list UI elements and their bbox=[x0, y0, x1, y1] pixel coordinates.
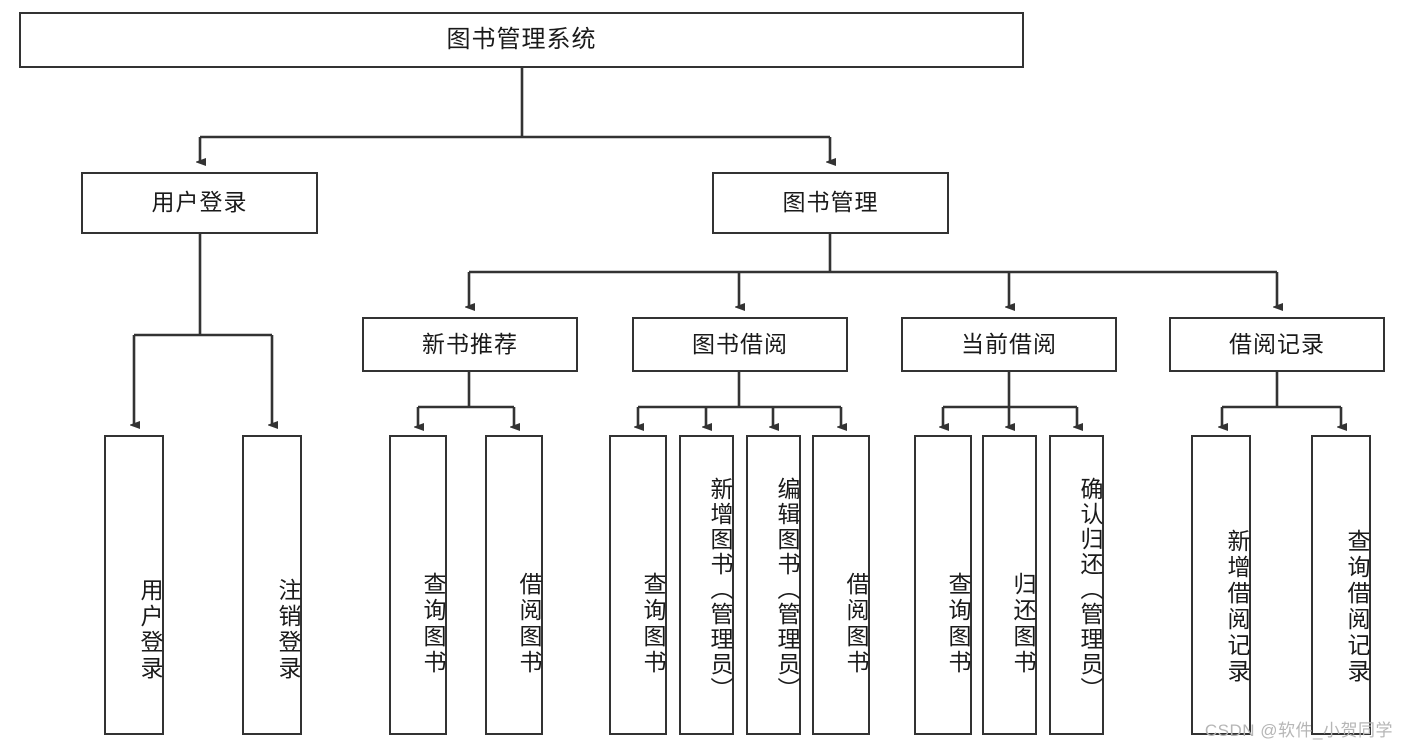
leaf-current-borrow-query-book[interactable]: 查询图书 bbox=[914, 435, 972, 735]
node-root-book-management-system[interactable]: 图书管理系统 bbox=[19, 12, 1024, 68]
node-label: 图书管理 bbox=[782, 189, 879, 216]
node-label: 图书借阅 bbox=[692, 330, 788, 357]
leaf-book-borrow-query-book[interactable]: 查询图书 bbox=[609, 435, 667, 735]
leaf-borrow-records-add-record[interactable]: 新增借阅记录 bbox=[1191, 435, 1251, 735]
node-label: 当前借阅 bbox=[961, 330, 1057, 357]
node-label: 确认归还（管理员） bbox=[1077, 476, 1103, 702]
node-label: 查询图书 bbox=[640, 572, 666, 676]
csdn-watermark: CSDN @软件_小贺同学 bbox=[1204, 721, 1393, 740]
node-label: 归还图书 bbox=[1010, 572, 1036, 676]
node-borrow-records[interactable]: 借阅记录 bbox=[1169, 317, 1385, 372]
leaf-user-login-logout[interactable]: 注销登录 bbox=[242, 435, 302, 735]
leaf-book-borrow-borrow-book[interactable]: 借阅图书 bbox=[812, 435, 870, 735]
leaf-new-book-query-book[interactable]: 查询图书 bbox=[389, 435, 447, 735]
leaf-current-borrow-return-book[interactable]: 归还图书 bbox=[982, 435, 1037, 735]
leaf-book-borrow-edit-book-admin[interactable]: 编辑图书（管理员） bbox=[746, 435, 801, 735]
node-label: 借阅记录 bbox=[1229, 330, 1325, 357]
node-label: 注销登录 bbox=[275, 578, 301, 682]
node-label: 图书管理系统 bbox=[446, 25, 597, 53]
node-label: 用户登录 bbox=[151, 189, 248, 216]
leaf-new-book-borrow-book[interactable]: 借阅图书 bbox=[485, 435, 543, 735]
node-label: 查询图书 bbox=[945, 572, 971, 676]
node-label: 新增图书（管理员） bbox=[707, 476, 733, 702]
node-user-login[interactable]: 用户登录 bbox=[81, 172, 318, 234]
node-book-management[interactable]: 图书管理 bbox=[712, 172, 949, 234]
leaf-book-borrow-add-book-admin[interactable]: 新增图书（管理员） bbox=[679, 435, 734, 735]
node-label: 借阅图书 bbox=[843, 572, 869, 676]
node-label: 编辑图书（管理员） bbox=[774, 476, 800, 702]
node-book-borrow[interactable]: 图书借阅 bbox=[632, 317, 848, 372]
node-label: 查询借阅记录 bbox=[1344, 529, 1370, 685]
node-current-borrow[interactable]: 当前借阅 bbox=[901, 317, 1117, 372]
node-new-book-recommend[interactable]: 新书推荐 bbox=[362, 317, 578, 372]
leaf-borrow-records-query-record[interactable]: 查询借阅记录 bbox=[1311, 435, 1371, 735]
node-label: 用户登录 bbox=[137, 578, 163, 682]
node-label: 新增借阅记录 bbox=[1224, 529, 1250, 685]
node-label: 借阅图书 bbox=[516, 572, 542, 676]
node-label: 新书推荐 bbox=[422, 330, 518, 357]
leaf-user-login-login[interactable]: 用户登录 bbox=[104, 435, 164, 735]
leaf-current-borrow-confirm-return-admin[interactable]: 确认归还（管理员） bbox=[1049, 435, 1104, 735]
node-label: 查询图书 bbox=[420, 572, 446, 676]
